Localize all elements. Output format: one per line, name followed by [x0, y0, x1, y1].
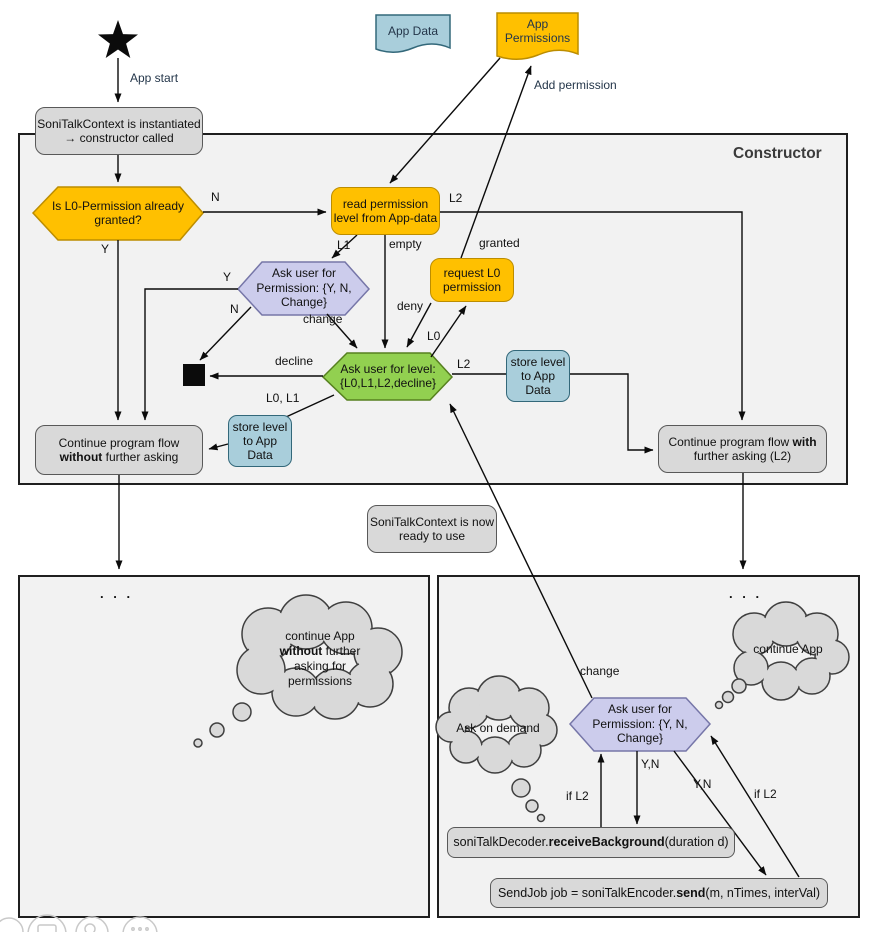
constructor-title: Constructor [733, 145, 822, 162]
app-data-label: App Data [387, 23, 439, 38]
edge-label-change1: change [303, 312, 343, 326]
continue-without-box: Continue program flow without further as… [35, 425, 203, 475]
edge-label-decline: decline [275, 354, 314, 368]
decoder-call-box: soniTalkDecoder.receiveBackground(durati… [447, 827, 735, 858]
cloud-ask-on-demand-text: Ask on demand [456, 720, 540, 735]
read-level-text: read permission level from App-data [333, 196, 438, 225]
edge-label-n2: N [230, 302, 239, 316]
edge-label-change2: change [580, 664, 620, 678]
edge-label-yn1: Y,N [641, 757, 660, 771]
magnifier-icon-glyph [84, 923, 96, 932]
read-level-box: read permission level from App-data [331, 187, 440, 235]
more-icon[interactable] [122, 916, 158, 932]
ready-box: SoniTalkContext is now ready to use [367, 505, 497, 553]
start-star [98, 20, 138, 58]
pencil-icon[interactable] [0, 917, 24, 932]
continue-with-box: Continue program flow with further askin… [658, 425, 827, 473]
ellipsis-left: . . . [100, 586, 134, 601]
send-call-box: SendJob job = soniTalkEncoder.send(m, nT… [490, 878, 828, 908]
continue-with-text: Continue program flow with further askin… [668, 434, 817, 463]
edge-label-l0-l1: L0, L1 [266, 391, 300, 405]
edge-label-add-permission: Add permission [534, 78, 617, 92]
edge-label-deny: deny [397, 299, 424, 313]
edge-label-granted: granted [479, 236, 520, 250]
ask-permission-2-text: Ask user for Permission: {Y, N, Change} [592, 702, 688, 746]
edge-label-empty: empty [389, 237, 422, 251]
more-dot [131, 927, 135, 931]
edge-label-if-l2-left: if L2 [566, 789, 589, 803]
app-permissions-label: App Permissions [504, 16, 571, 45]
edge-label-n1: N [211, 190, 220, 204]
request-l0-box: request L0 permission [430, 258, 514, 302]
continue-without-text: Continue program flow without further as… [58, 435, 180, 464]
edge-label-if-l2-right: if L2 [754, 787, 777, 801]
edge-label-l2-mid: L2 [457, 357, 471, 371]
ready-text: SoniTalkContext is now ready to use [369, 514, 495, 543]
soni-init-text: SoniTalkContext is instantiated → constr… [37, 116, 201, 145]
send-call-text: SendJob job = soniTalkEncoder.send(m, nT… [497, 885, 821, 900]
cloud-without-text: continue App without further asking for … [279, 629, 361, 688]
edge-label-y2: Y [223, 270, 232, 284]
edge-label-l2-top: L2 [449, 191, 463, 205]
cloud-continue-app-text: continue App [753, 641, 823, 656]
edge-label-l1: L1 [337, 238, 351, 252]
edge-label-yn2: Y,N [693, 777, 712, 791]
store-level-right-box: store level to App Data [506, 350, 570, 402]
edge-label-y1: Y [101, 242, 110, 256]
more-dot [138, 927, 142, 931]
image-icon-glyph [37, 924, 57, 932]
store-level-right-text: store level to App Data [510, 354, 566, 398]
request-l0-text: request L0 permission [442, 265, 502, 294]
decoder-call-text: soniTalkDecoder.receiveBackground(durati… [453, 835, 729, 850]
ask-permission-1-text: Ask user for Permission: {Y, N, Change} [256, 266, 352, 310]
ask-level-text: Ask user for level: {L0,L1,L2,decline} [339, 361, 437, 390]
store-level-left-box: store level to App Data [228, 415, 292, 467]
more-dot [145, 927, 149, 931]
edge-label-l0: L0 [427, 329, 441, 343]
ellipsis-right: . . . [729, 586, 763, 601]
magnifier-icon[interactable] [75, 916, 109, 932]
store-level-left-text: store level to App Data [232, 419, 288, 463]
edge-label-app-start: App start [130, 71, 179, 85]
soni-init-box: SoniTalkContext is instantiated → constr… [35, 107, 203, 155]
is-l0-granted-text: Is L0-Permission already granted? [51, 198, 185, 227]
